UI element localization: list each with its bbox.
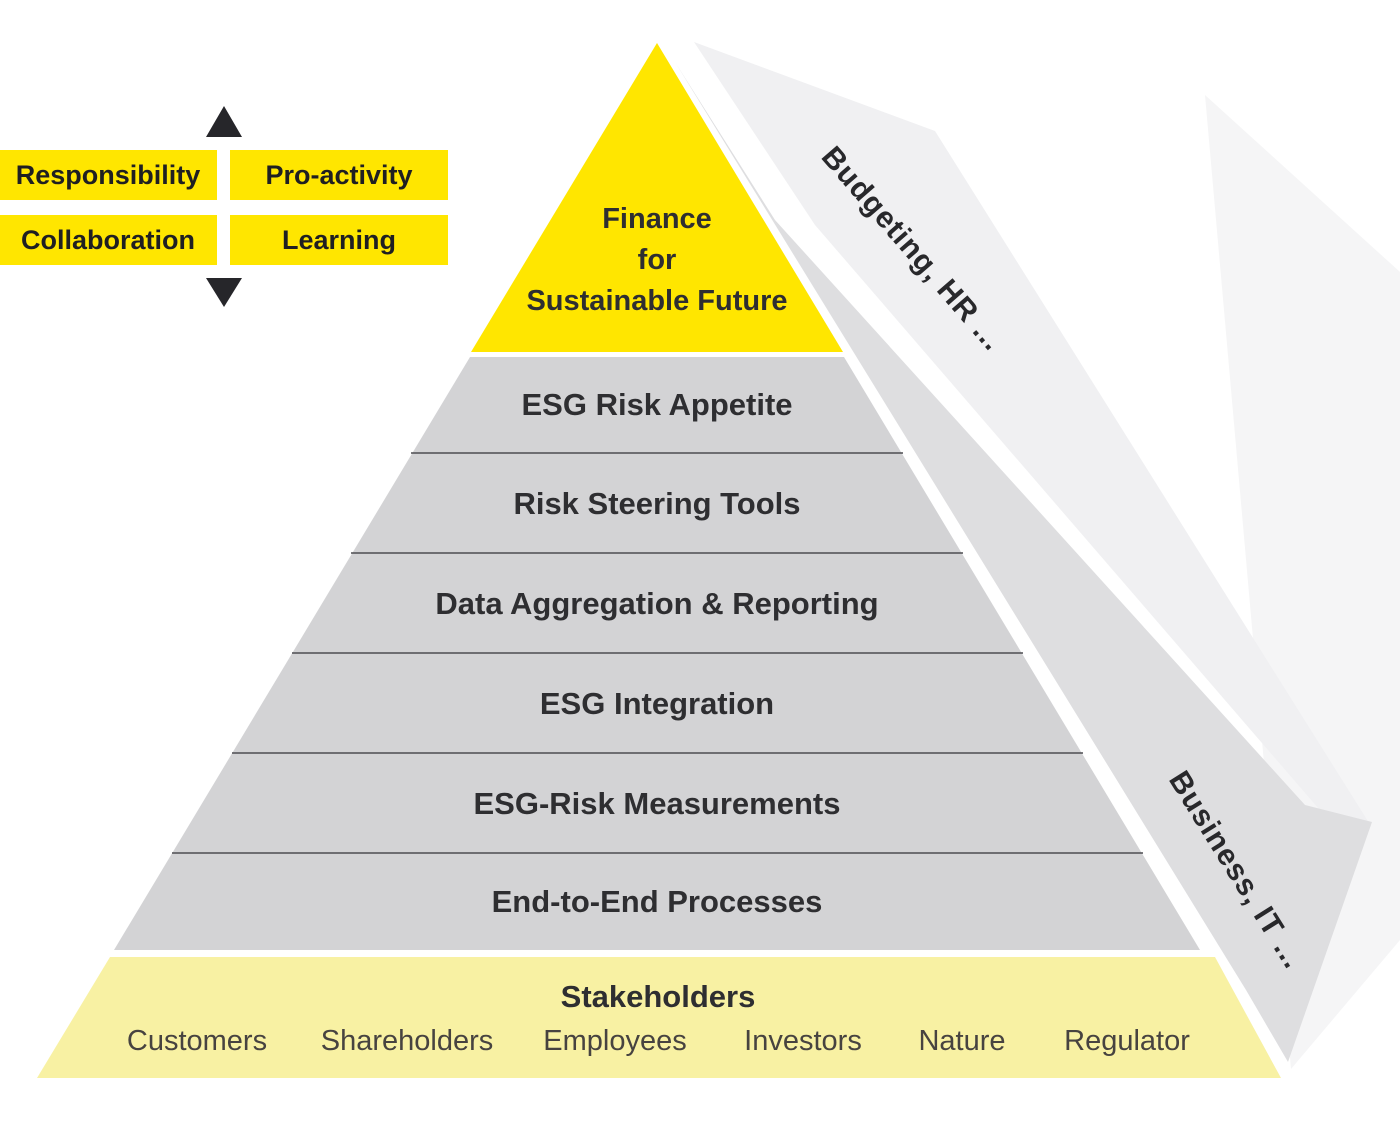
stakeholder-customers: Customers bbox=[127, 1025, 267, 1057]
legend-label-collaboration: Collaboration bbox=[21, 225, 195, 255]
legend-label-pro-activity: Pro-activity bbox=[265, 160, 412, 190]
apex-label-line2: for bbox=[638, 244, 677, 276]
legend-box-pro-activity bbox=[230, 150, 448, 200]
legend-box-responsibility bbox=[0, 150, 217, 200]
side-face-budgeting-band bbox=[694, 42, 1371, 845]
apex-triangle bbox=[471, 43, 843, 352]
legend-label-responsibility: Responsibility bbox=[16, 160, 201, 190]
layer-label-data-aggregation-reporting: Data Aggregation & Reporting bbox=[435, 586, 878, 621]
stakeholders-title: Stakeholders bbox=[561, 979, 756, 1014]
layer-label-risk-steering-tools: Risk Steering Tools bbox=[513, 486, 800, 521]
layer-label-end-to-end-processes: End-to-End Processes bbox=[492, 884, 823, 919]
side-face-business-band bbox=[675, 62, 1372, 1062]
legend-box-collaboration bbox=[0, 215, 217, 265]
stakeholder-shareholders: Shareholders bbox=[321, 1025, 494, 1057]
legend-label-learning: Learning bbox=[282, 225, 396, 255]
stakeholder-employees: Employees bbox=[543, 1025, 686, 1057]
apex-label-line3: Sustainable Future bbox=[526, 285, 787, 317]
layer-label-esg-integration: ESG Integration bbox=[540, 686, 774, 721]
legend-box-learning bbox=[230, 215, 448, 265]
stakeholder-nature: Nature bbox=[918, 1025, 1005, 1057]
layer-label-esg-risk-measurements: ESG-Risk Measurements bbox=[474, 786, 841, 821]
up-arrow-icon bbox=[206, 106, 242, 137]
stakeholders-band bbox=[37, 957, 1281, 1078]
apex-label-line1: Finance bbox=[602, 203, 712, 235]
down-arrow-icon bbox=[206, 278, 242, 307]
layer-label-esg-risk-appetite: ESG Risk Appetite bbox=[521, 387, 792, 422]
stakeholder-regulator: Regulator bbox=[1064, 1025, 1190, 1057]
stakeholder-investors: Investors bbox=[744, 1025, 862, 1057]
